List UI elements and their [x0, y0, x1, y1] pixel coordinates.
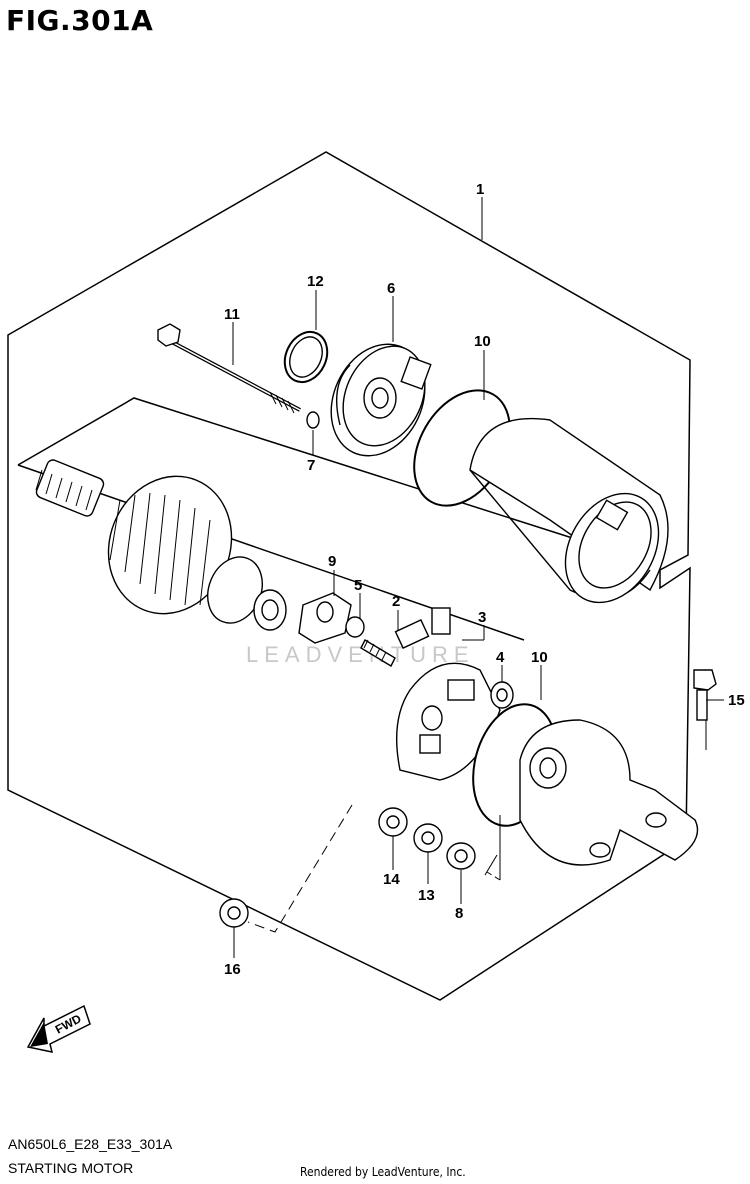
- callout-3: 3: [478, 609, 486, 626]
- motor-yoke[interactable]: [469, 417, 677, 620]
- figure-title: FIG.301A: [6, 4, 154, 37]
- armature[interactable]: [35, 458, 287, 633]
- callout-6: 6: [387, 280, 395, 297]
- callout-5: 5: [354, 577, 362, 594]
- assembly-outline: [7, 151, 691, 1001]
- render-credit: Rendered by LeadVenture, Inc.: [300, 1165, 466, 1179]
- nut-16[interactable]: [219, 898, 249, 928]
- end-cover[interactable]: [314, 329, 443, 471]
- washer-8[interactable]: [446, 842, 476, 870]
- fwd-arrow-icon: FWD: [26, 1004, 91, 1053]
- front-housing[interactable]: [519, 719, 699, 866]
- brush-plate-9[interactable]: [298, 592, 352, 644]
- through-bolt[interactable]: [157, 323, 301, 414]
- callout-4: 4: [496, 649, 505, 666]
- bolt-15[interactable]: [693, 669, 717, 721]
- inner-outline: [17, 397, 661, 567]
- callout-15: 15: [728, 692, 745, 709]
- callout-1: 1: [476, 181, 484, 198]
- brush-spring-2[interactable]: [360, 607, 451, 667]
- callout-12: 12: [307, 273, 324, 290]
- callout-11: 11: [224, 306, 240, 323]
- o-ring-5[interactable]: [345, 616, 365, 638]
- figure-name: STARTING MOTOR: [8, 1160, 134, 1176]
- callout-10b: 10: [531, 649, 548, 666]
- callout-2: 2: [392, 593, 400, 610]
- washer-7[interactable]: [306, 411, 320, 429]
- callout-7: 7: [307, 457, 315, 474]
- nut-13[interactable]: [413, 823, 443, 853]
- figure-code: AN650L6_E28_E33_301A: [8, 1136, 173, 1152]
- watermark: LEADVENTURE: [246, 642, 475, 667]
- brush-holder[interactable]: [396, 662, 501, 781]
- callout-8: 8: [455, 905, 463, 922]
- callout-10a: 10: [474, 333, 491, 350]
- o-ring-12[interactable]: [277, 325, 335, 389]
- bearing-4[interactable]: [490, 681, 514, 709]
- callout-13: 13: [418, 887, 435, 904]
- callout-9: 9: [328, 553, 336, 570]
- nut-14[interactable]: [378, 807, 408, 837]
- callout-14: 14: [383, 871, 400, 888]
- callout-16: 16: [224, 961, 241, 978]
